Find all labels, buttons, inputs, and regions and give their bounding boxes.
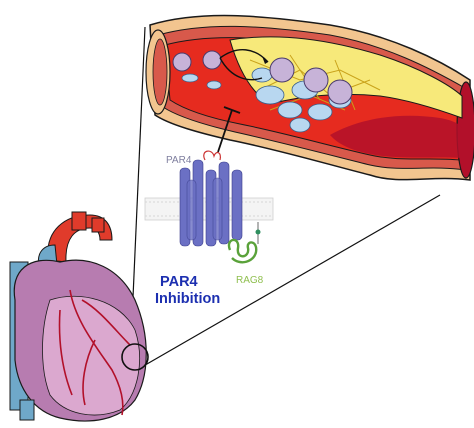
plaque-fibrous-cap <box>330 115 462 158</box>
par4-inhibition-title-line1: PAR4 <box>160 274 198 290</box>
heart-ventricle <box>42 295 140 416</box>
coronary-arteries <box>58 289 131 416</box>
activated-platelets <box>269 57 353 105</box>
resting-platelets <box>172 50 222 90</box>
par4-protein-label: PAR4 <box>166 155 192 166</box>
par4-extracellular-loop <box>203 150 221 161</box>
par4-inhibition-title-line2: Inhibition <box>155 291 220 307</box>
rag8-molecule <box>227 238 258 264</box>
inhibition-bar-icon <box>217 106 241 153</box>
zoom-circle-icon <box>121 343 149 371</box>
blood-vessel <box>145 14 474 181</box>
heart <box>9 211 147 422</box>
par4-protein <box>179 159 243 247</box>
rag8-label: RAG8 <box>236 275 264 286</box>
